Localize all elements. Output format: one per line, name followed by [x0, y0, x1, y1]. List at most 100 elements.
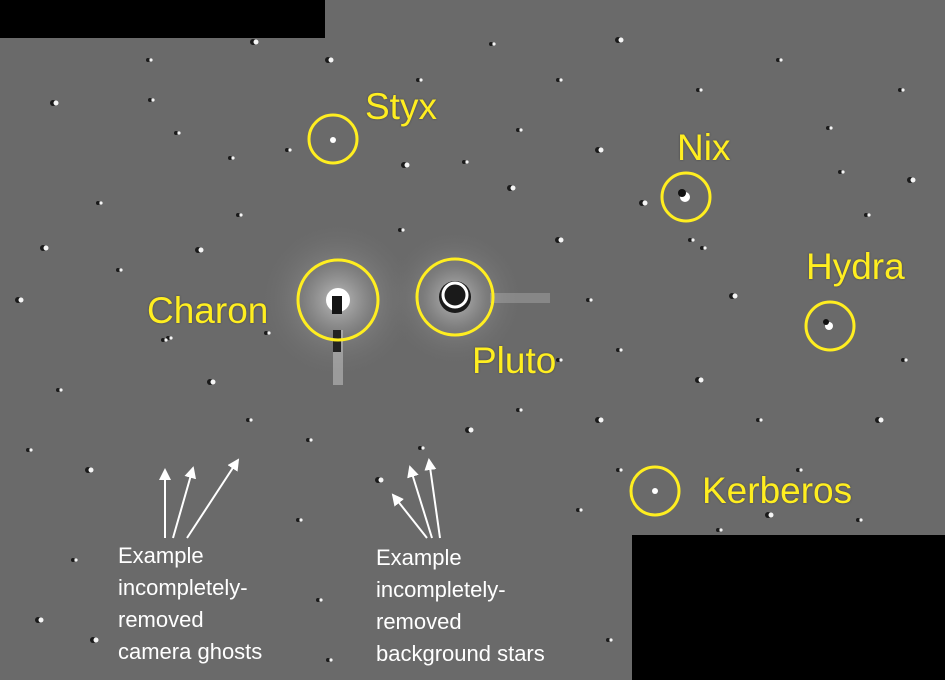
background-star-shadow [146, 58, 150, 62]
background-star [719, 528, 723, 532]
background-star-shadow [326, 658, 330, 662]
background-star [859, 518, 863, 522]
kerberos-circle [629, 465, 681, 517]
background-star-shadow [316, 598, 320, 602]
background-star [559, 358, 563, 362]
background-star-shadow [716, 528, 720, 532]
background-star [329, 658, 333, 662]
background-star-shadow [586, 298, 590, 302]
stars-note-line-3: removed [376, 609, 462, 634]
background-star [468, 427, 474, 433]
background-star-shadow [418, 446, 422, 450]
background-star-shadow [901, 358, 905, 362]
pluto-circle [415, 257, 495, 337]
styx-label: Styx [365, 86, 437, 127]
background-star-shadow [688, 238, 692, 242]
background-star-shadow [516, 408, 520, 412]
background-star-shadow [489, 42, 493, 46]
background-star [598, 417, 604, 423]
nix-dot-shadow [678, 189, 686, 197]
background-star [519, 408, 523, 412]
background-star [119, 268, 123, 272]
background-star-shadow [264, 331, 268, 335]
background-star [93, 637, 99, 643]
background-star [609, 638, 613, 642]
background-star [698, 377, 704, 383]
background-star-shadow [796, 468, 800, 472]
kerberos-dot [652, 488, 658, 494]
background-star-shadow [838, 170, 842, 174]
background-star [910, 177, 916, 183]
background-star-shadow [71, 558, 75, 562]
background-star-shadow [856, 518, 860, 522]
background-star-shadow [696, 88, 700, 92]
background-star-shadow [776, 58, 780, 62]
background-star-shadow [56, 388, 60, 392]
background-star [589, 298, 593, 302]
background-stars [15, 37, 916, 662]
background-star-shadow [148, 98, 152, 102]
charon-dark-core [332, 296, 342, 314]
nix-circle [660, 171, 712, 223]
background-star [210, 379, 216, 385]
background-star [378, 477, 384, 483]
background-star [299, 518, 303, 522]
background-star [88, 467, 94, 473]
background-star [421, 446, 425, 450]
background-star-shadow [398, 228, 402, 232]
background-star [29, 448, 33, 452]
background-star-shadow [161, 338, 165, 342]
background-star [404, 162, 410, 168]
pluto-streak [490, 293, 550, 303]
background-star-shadow [296, 518, 300, 522]
background-star-shadow [756, 418, 760, 422]
background-star [703, 246, 707, 250]
background-star [510, 185, 516, 191]
ghosts-note-line-1: Example [118, 543, 204, 568]
black-mask-top-left [0, 0, 325, 38]
background-star-shadow [285, 148, 289, 152]
background-star-shadow [462, 160, 466, 164]
background-star-shadow [96, 201, 100, 205]
background-star [492, 42, 496, 46]
background-star [53, 100, 59, 106]
background-star [829, 126, 833, 130]
background-star [328, 57, 334, 63]
background-star [253, 39, 259, 45]
ghost-arrow-2 [172, 466, 197, 539]
background-star [149, 58, 153, 62]
background-star [598, 147, 604, 153]
star-arrow-3 [424, 458, 441, 539]
background-star-shadow [700, 246, 704, 250]
stars-note-line-1: Example [376, 545, 462, 570]
background-star [619, 348, 623, 352]
background-star [239, 213, 243, 217]
background-star-shadow [174, 131, 178, 135]
background-star-shadow [898, 88, 902, 92]
background-star-shadow [116, 268, 120, 272]
ghosts-note-line-2: incompletely- [118, 575, 248, 600]
styx-circle [307, 113, 359, 165]
background-star-shadow [26, 448, 30, 452]
background-star-shadow [826, 126, 830, 130]
background-star-shadow [236, 213, 240, 217]
background-star [619, 468, 623, 472]
background-star [642, 200, 648, 206]
background-star [519, 128, 523, 132]
background-stars-note: Example incompletely- removed background… [376, 542, 545, 670]
background-star [799, 468, 803, 472]
background-star [164, 338, 168, 342]
background-star [198, 247, 204, 253]
background-star-shadow [864, 213, 868, 217]
background-star-shadow [556, 358, 560, 362]
background-star [401, 228, 405, 232]
background-star [249, 418, 253, 422]
ghosts-note-line-4: camera ghosts [118, 639, 263, 664]
background-star [288, 148, 292, 152]
background-star [151, 98, 155, 102]
background-star [759, 418, 763, 422]
background-star [38, 617, 44, 623]
background-star-shadow [228, 156, 232, 160]
background-star-shadow [516, 128, 520, 132]
